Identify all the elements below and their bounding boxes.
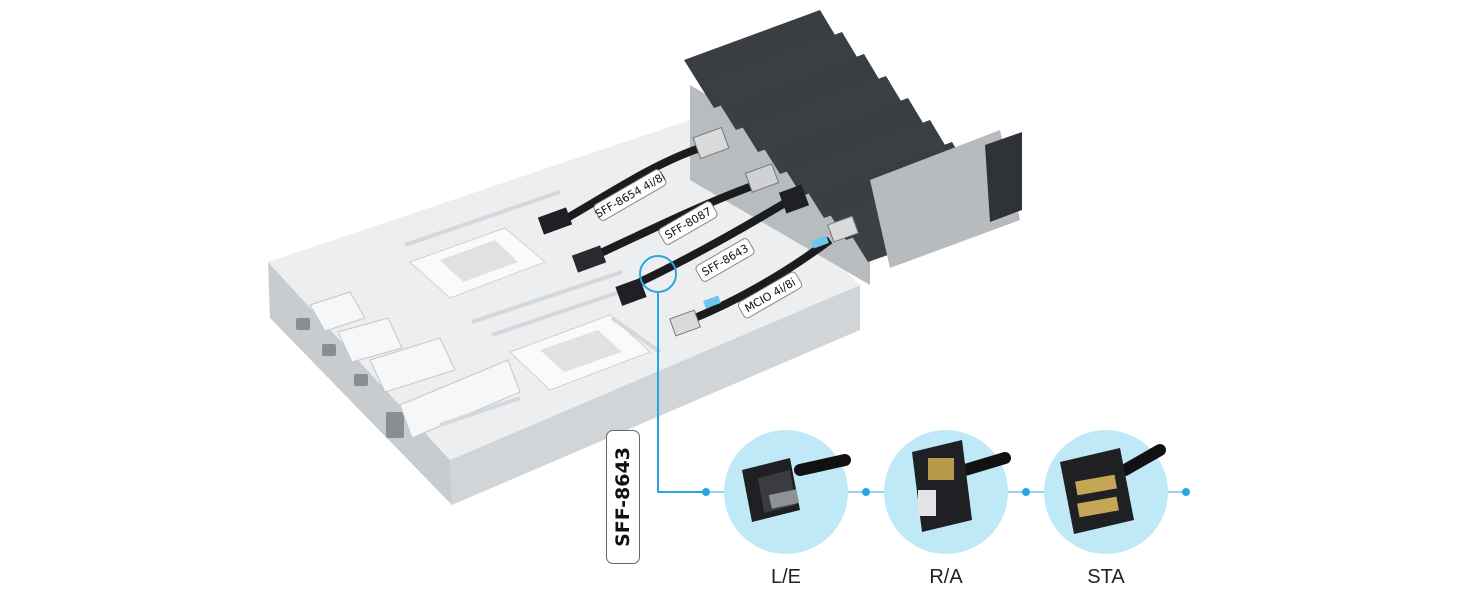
connector-variant-le (724, 430, 851, 554)
chassis-bottom (450, 285, 860, 505)
pcie-slots (404, 190, 662, 427)
callout-leader (657, 292, 706, 493)
dot (1022, 488, 1030, 496)
chassis-wall (690, 85, 870, 285)
dot (862, 488, 870, 496)
callout-label-box: SFF-8643 (606, 430, 640, 564)
cpu-socket-2 (509, 314, 651, 391)
variant-label-sta: STA (1087, 566, 1125, 588)
cable-mcio (669, 215, 859, 337)
dot (702, 488, 710, 496)
cable-sff-8654 (537, 126, 730, 235)
cpu-socket-1 (409, 227, 546, 299)
front-ports (296, 318, 404, 438)
connector-variant-sta (1044, 430, 1168, 554)
drive-bays (684, 10, 1022, 268)
variant-label-ra: R/A (929, 566, 963, 588)
connector-variant-ra (884, 430, 1011, 554)
network-modules (309, 291, 521, 439)
dot (1182, 488, 1190, 496)
cable-sff-8087 (571, 163, 780, 273)
callout-label: SFF-8643 (612, 447, 634, 547)
variant-label-le: L/E (770, 566, 802, 588)
cable-sff-8643 (615, 184, 810, 306)
